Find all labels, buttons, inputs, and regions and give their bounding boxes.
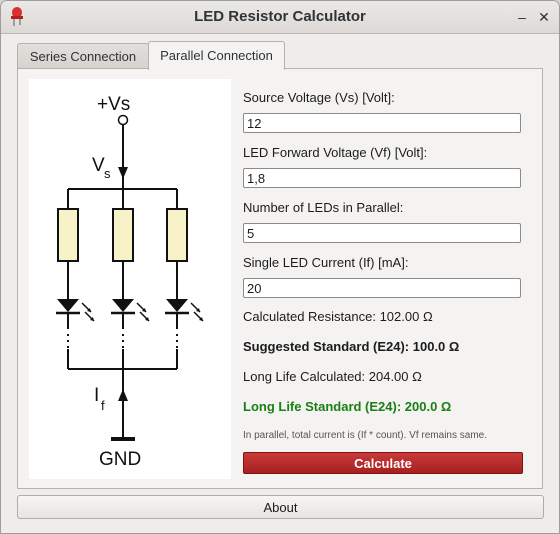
resistor-2: [112, 208, 134, 262]
close-button[interactable]: ✕: [538, 9, 550, 25]
led-current-label: Single LED Current (If) [mA]:: [243, 255, 409, 270]
forward-voltage-input[interactable]: 1,8: [243, 168, 521, 188]
long-life-calculated-text: Long Life Calculated: 204.00 Ω: [243, 369, 422, 384]
vs-terminal-circle: [117, 114, 129, 126]
led-app-icon: [11, 7, 23, 26]
led-2-icon: [111, 299, 150, 322]
if-arrow-subscript: f: [101, 398, 105, 413]
calculate-button[interactable]: Calculate: [243, 452, 523, 474]
circuit-diagram: +Vs V s: [29, 79, 231, 479]
tab-parallel-connection[interactable]: Parallel Connection: [148, 41, 285, 70]
led-1-icon: [56, 299, 95, 322]
if-arrow-label: I: [94, 385, 99, 406]
source-voltage-input[interactable]: 12: [243, 113, 521, 133]
led-3-icon: [165, 299, 204, 322]
suggested-standard-text: Suggested Standard (E24): 100.0 Ω: [243, 339, 460, 354]
calculated-resistance-text: Calculated Resistance: 102.00 Ω: [243, 309, 433, 324]
window-title: LED Resistor Calculator: [194, 8, 366, 25]
gnd-label: GND: [99, 449, 141, 470]
resistor-1: [57, 208, 79, 262]
parallel-led-schematic: +Vs V s: [56, 94, 204, 470]
minimize-button[interactable]: –: [518, 9, 526, 25]
parallel-note-text: In parallel, total current is (If * coun…: [243, 430, 487, 441]
source-voltage-label: Source Voltage (Vs) [Volt]:: [243, 90, 395, 105]
vs-arrow-icon: [118, 167, 128, 179]
title-bar: LED Resistor Calculator – ✕: [1, 1, 559, 34]
parallel-connection-panel: +Vs V s: [17, 68, 543, 489]
resistor-3: [166, 208, 188, 262]
tab-series-connection[interactable]: Series Connection: [17, 43, 149, 69]
if-arrow-icon: [118, 389, 128, 401]
num-leds-input[interactable]: 5: [243, 223, 521, 243]
vs-top-label: +Vs: [97, 94, 130, 115]
forward-voltage-label: LED Forward Voltage (Vf) [Volt]:: [243, 145, 428, 160]
long-life-standard-text: Long Life Standard (E24): 200.0 Ω: [243, 399, 452, 414]
about-button[interactable]: About: [17, 495, 544, 519]
num-leds-label: Number of LEDs in Parallel:: [243, 200, 404, 215]
led-current-input[interactable]: 20: [243, 278, 521, 298]
vs-arrow-label: V: [92, 155, 105, 176]
vs-arrow-subscript: s: [104, 166, 111, 181]
